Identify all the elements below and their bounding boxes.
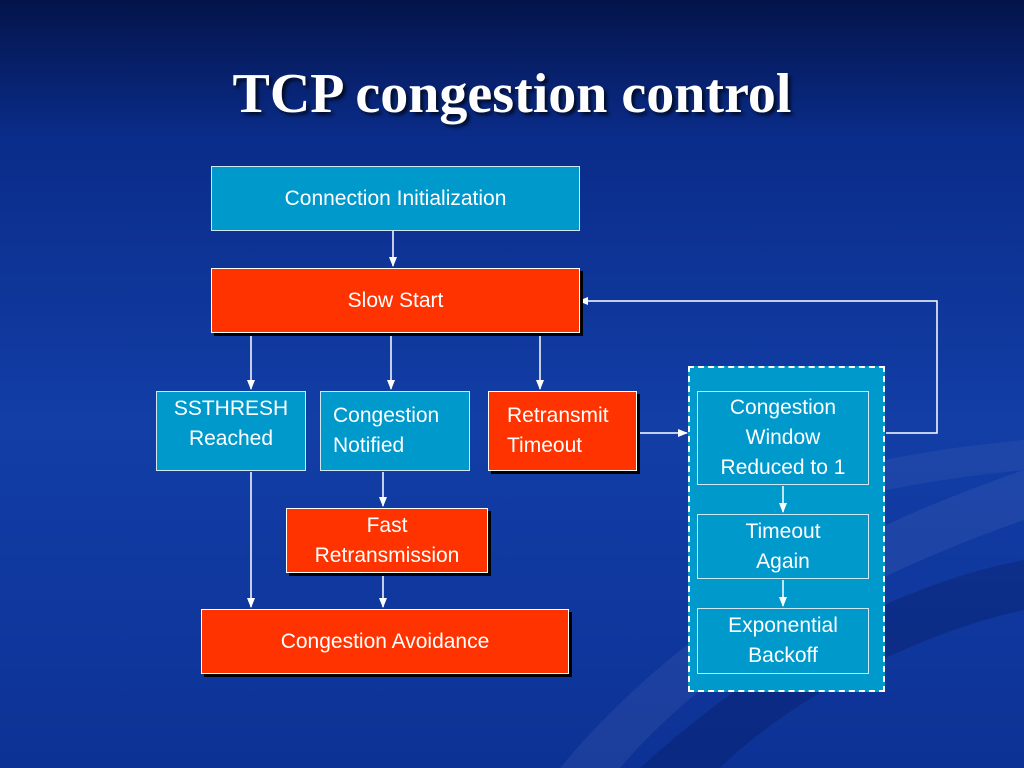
timeout-again-box: Timeout Again xyxy=(697,514,869,579)
ssthresh-reached-box: SSTHRESH Reached xyxy=(156,391,306,471)
arrow-group-to-slowstart xyxy=(578,297,938,434)
retransmit-timeout-box: Retransmit Timeout xyxy=(488,391,637,471)
congestion-window-reduced-box: Congestion Window Reduced to 1 xyxy=(697,391,869,485)
congestion-notified-box: Congestion Notified xyxy=(320,391,470,471)
exponential-backoff-box: Exponential Backoff xyxy=(697,608,869,674)
congestion-avoidance-box: Congestion Avoidance xyxy=(201,609,569,674)
slide-title: TCP congestion control xyxy=(232,63,792,125)
connection-initialization-box: Connection Initialization xyxy=(211,166,580,231)
fast-retransmission-box: Fast Retransmission xyxy=(286,508,488,573)
slow-start-box: Slow Start xyxy=(211,268,580,333)
